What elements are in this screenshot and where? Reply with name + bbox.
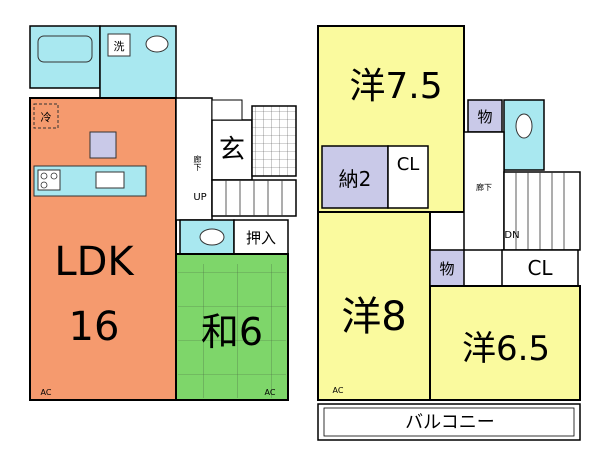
mono-bottom-label: 物 (439, 260, 454, 278)
room-8 (317, 211, 431, 401)
entrance-label: 玄 (219, 135, 245, 165)
fridge-icon (33, 103, 59, 129)
toilet-icon (199, 228, 225, 246)
room-65 (429, 285, 581, 401)
burner-icon (50, 172, 58, 180)
ldk-name: LDK (54, 239, 135, 285)
bathtub (37, 35, 93, 63)
nando (321, 145, 389, 209)
corridor-2f-label: 廊下 (476, 182, 492, 192)
stairs-2f-steps (515, 172, 565, 250)
range-hood-icon (89, 131, 117, 159)
wash-icon-label: 洗 (114, 40, 125, 53)
room-75-label: 洋7.5 (349, 66, 442, 107)
balcony-label: バルコニー (405, 412, 495, 433)
stairs-1f-steps (225, 180, 283, 216)
toilet-2f-icon (515, 113, 533, 139)
room-8-label: 洋8 (341, 294, 406, 340)
washing-machine-icon (107, 33, 131, 57)
stairs-up-label: UP (193, 192, 206, 203)
entrance-tiles (251, 105, 297, 177)
bathroom (29, 25, 101, 89)
ac-label-2f: AC (333, 386, 344, 395)
stairs-2f (503, 171, 581, 251)
washitsu-label: 和6 (201, 310, 263, 354)
sink-icon (145, 35, 169, 53)
balcony (317, 403, 581, 441)
floor-1: 洗 冷 LDK 16 AC 廊下 玄 UP 押入 (29, 25, 297, 401)
tatami-grid (178, 264, 286, 398)
balcony-inner (323, 407, 575, 437)
corridor-2f (463, 131, 505, 251)
mono-top-label: 物 (477, 108, 492, 126)
kitchen-sink-icon (95, 171, 125, 189)
shoe-storage (211, 99, 243, 121)
room-65-label: 洋6.5 (462, 329, 550, 369)
oshiire (233, 219, 289, 255)
ldk-size: 16 (69, 304, 120, 350)
burner-icon (40, 181, 48, 189)
ac-label-washitsu: AC (265, 388, 276, 397)
stairs-dn-label: DN (504, 230, 519, 241)
cl-bottom-label: CL (527, 256, 553, 280)
cl-bottom (501, 249, 579, 287)
oshiire-label: 押入 (246, 229, 276, 247)
burner-icon (40, 172, 48, 180)
cl-top (387, 145, 429, 209)
fridge-label: 冷 (41, 111, 52, 124)
stove-icon (37, 169, 61, 191)
ac-label-ldk: AC (41, 388, 52, 397)
nando-label: 納2 (339, 167, 372, 191)
floor-2: 洋7.5 納2 CL 洋8 AC 物 廊下 DN 物 CL 洋6.5 バルコ (317, 25, 581, 441)
cl-top-label: CL (397, 154, 420, 175)
